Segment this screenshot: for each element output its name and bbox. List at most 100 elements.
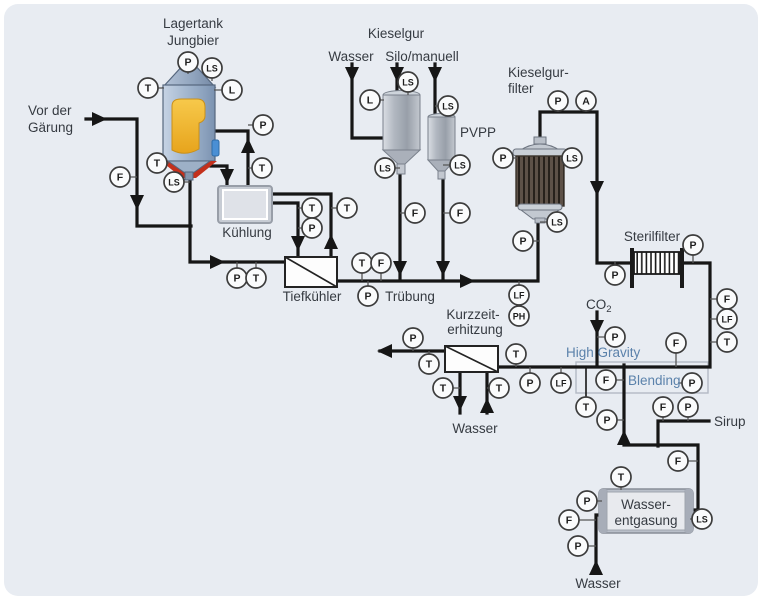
instrument-tag: P — [409, 333, 416, 345]
label-lagertank-title-2: Jungbier — [167, 33, 219, 48]
instrument-circle — [492, 147, 514, 169]
instrument-circle — [251, 157, 273, 179]
instrument-p-44: P — [597, 326, 626, 348]
instrument-circle — [652, 396, 674, 418]
instrument-circle — [561, 147, 583, 169]
instrument-f-8: F — [109, 166, 137, 188]
instrument-tag: P — [554, 96, 561, 108]
tiefkuehler-exchanger — [284, 256, 338, 288]
flow-arrow-1 — [130, 195, 144, 210]
instrument-circle — [677, 396, 699, 418]
instrument-circle — [402, 327, 424, 349]
instrument-ls-27: LS — [560, 147, 583, 169]
flow-arrow-16 — [480, 398, 494, 413]
instrument-circle — [146, 152, 168, 174]
flow-arrow-10 — [393, 261, 407, 276]
instrument-tag: P — [684, 402, 691, 414]
instrument-lf-43: LF — [550, 367, 572, 394]
instrument-circle — [397, 71, 419, 93]
label-blending: Blending — [628, 373, 681, 388]
instrument-f-20: F — [400, 202, 426, 224]
instrument-circle — [488, 377, 510, 399]
instrument-tag: T — [344, 203, 351, 215]
instrument-circle — [681, 372, 703, 394]
label-co2: CO2 — [586, 297, 612, 315]
instrument-t-48: T — [575, 396, 597, 418]
instrument-f-34: F — [710, 288, 738, 310]
lagertank-outlet — [184, 171, 194, 181]
label-wasserentgasung-1: Wasser- — [621, 497, 671, 512]
instrument-tag: T — [618, 472, 625, 484]
instrument-ls-28: LS — [540, 211, 568, 233]
label-kieselgurfilter-2: filter — [508, 81, 534, 96]
flow-arrow-4 — [220, 169, 234, 184]
instrument-p-47: P — [678, 372, 703, 394]
instrument-tag: T — [154, 158, 161, 170]
instrument-ls-19: LS — [374, 157, 400, 179]
instrument-circle — [301, 217, 323, 239]
flow-arrow-9 — [428, 67, 442, 82]
instrument-circle — [550, 372, 572, 394]
instrument-l-3: L — [214, 79, 243, 101]
instrument-tag: T — [253, 273, 260, 285]
instrument-tag: P — [526, 378, 533, 390]
instrument-circle — [610, 466, 632, 488]
instrument-a-25: A — [575, 90, 597, 112]
instrument-t-40: T — [432, 377, 460, 399]
label-kuehlung: Kühlung — [222, 225, 272, 240]
instrument-circle — [109, 166, 131, 188]
instrument-t-7: T — [248, 157, 273, 179]
instrument-tag: P — [259, 120, 266, 132]
instrument-p-32: P — [604, 262, 626, 286]
wasserentgasung-vessel — [598, 488, 694, 534]
instrument-ls-6: LS — [163, 171, 190, 193]
instrument-circle — [449, 202, 471, 224]
instrument-tag: LF — [514, 291, 525, 301]
instrument-tag: F — [412, 208, 419, 220]
instrument-ls-56: LS — [690, 508, 713, 530]
instrument-f-50: F — [652, 396, 674, 421]
instrument-ph-31: PH — [508, 305, 530, 327]
instrument-circle — [359, 89, 381, 111]
flow-arrow-8 — [390, 67, 404, 82]
instrument-tag: LS — [402, 78, 414, 88]
instrument-tag: T — [440, 383, 447, 395]
instrument-tag: T — [359, 258, 366, 270]
label-kurzzeiterhitzung-2: erhitzung — [447, 322, 503, 337]
instrument-circle — [437, 95, 459, 117]
instrument-circle — [596, 409, 618, 431]
instrument-tag: LS — [379, 164, 391, 174]
label-vor-der-gaerung-1: Vor der — [28, 103, 72, 118]
instrument-t-41: T — [487, 377, 510, 399]
lagertank-vessel — [161, 62, 220, 181]
instrument-tag: P — [364, 291, 371, 303]
flow-arrow-11 — [436, 261, 450, 276]
instrument-ls-1: LS — [201, 57, 223, 81]
instrument-circle — [404, 202, 426, 224]
instrument-tag: T — [259, 163, 266, 175]
instrument-circle — [508, 305, 530, 327]
kieselgurfilter-vessel — [512, 136, 568, 224]
instrument-circle — [575, 396, 597, 418]
instrument-tag: F — [117, 172, 124, 184]
instrument-circle — [595, 369, 617, 391]
kieselgur-silo — [381, 90, 422, 175]
flow-arrow-15 — [453, 396, 467, 411]
kurzzeiterhitzung-exchanger — [444, 345, 499, 373]
instrument-p-12: P — [226, 262, 248, 289]
pipe-tank-outlet — [188, 168, 289, 264]
instrument-tag: F — [724, 294, 731, 306]
instrument-circle — [201, 57, 223, 79]
instrument-tag: F — [660, 402, 667, 414]
flow-arrow-14 — [377, 344, 392, 358]
flow-arrow-0 — [92, 112, 107, 126]
pipe-blending-feed — [622, 363, 700, 512]
instrument-tag: T — [583, 402, 590, 414]
instrument-tag: P — [308, 223, 315, 235]
instrument-tag: P — [603, 415, 610, 427]
instrument-p-54: P — [576, 490, 602, 512]
flow-arrow-12 — [460, 274, 475, 288]
instrument-p-29: P — [512, 230, 540, 252]
instrument-t-39: T — [505, 343, 527, 367]
label-wasser-kze: Wasser — [452, 421, 498, 436]
